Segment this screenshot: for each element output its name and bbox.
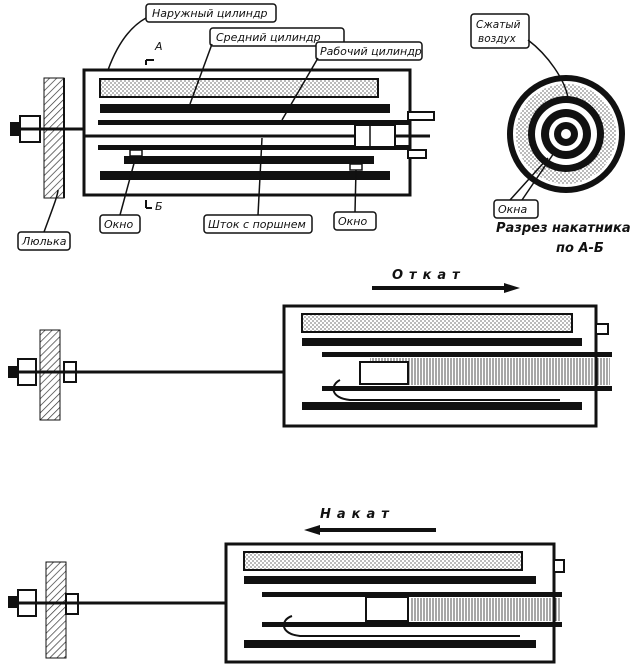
label-working-cylinder: Рабочий цилиндр <box>320 45 422 58</box>
label-box-air <box>470 13 530 49</box>
label-section-b: Б <box>155 200 163 213</box>
cross-section: Сжатый воздух Окна Разрез накатника по А… <box>470 13 631 256</box>
recoil-label: Откат <box>392 268 466 283</box>
cradle-wall <box>43 77 65 199</box>
rod-nut <box>10 122 20 136</box>
label-middle-cylinder: Средний цилиндр <box>216 31 321 44</box>
label-windows: Окна <box>498 203 527 216</box>
middle-cylinder-bottom <box>100 171 390 180</box>
top-labels: Наружный цилиндр А Средний цилиндр Рабоч… <box>17 3 423 251</box>
section-rod <box>559 127 573 141</box>
label-compressed-air-1: Сжатый <box>476 19 521 31</box>
middle-inner-wall <box>124 156 374 164</box>
section-caption-2: по А-Б <box>556 241 604 256</box>
fluid-area-counter <box>410 598 560 621</box>
label-box-outer <box>145 3 277 23</box>
middle-cylinder-top <box>100 104 390 113</box>
piston <box>354 124 396 148</box>
cradle-wall-2 <box>39 329 61 421</box>
label-compressed-air-2: воздух <box>478 33 517 45</box>
piston-recoil <box>359 361 409 385</box>
label-box-middle <box>209 27 345 47</box>
window-right-mark <box>349 163 363 171</box>
window-left-mark <box>129 149 143 157</box>
label-cradle: Люлька <box>21 235 67 248</box>
compressed-air-band <box>99 78 379 98</box>
working-cylinder-top <box>98 120 410 125</box>
counter-recoil-label: Накат <box>320 507 395 522</box>
label-outer-cylinder: Наружный цилиндр <box>152 7 268 20</box>
label-window-left: Окно <box>104 218 133 231</box>
label-window-right: Окно <box>338 215 367 228</box>
label-box-windows <box>493 199 539 219</box>
label-rod-with-piston: Шток с поршнем <box>208 218 306 231</box>
cradle-wall-3 <box>45 561 67 659</box>
piston-counter <box>365 596 409 622</box>
counter-recoil-assembly: Накат <box>8 507 565 664</box>
fluid-area-recoil <box>370 358 610 385</box>
section-caption-1: Разрез накатника <box>496 221 631 236</box>
label-section-a: А <box>154 40 163 53</box>
recoil-assembly: Откат <box>8 268 612 428</box>
label-box-working <box>315 41 423 61</box>
top-assembly <box>10 59 435 209</box>
working-cylinder-bottom <box>98 145 410 150</box>
